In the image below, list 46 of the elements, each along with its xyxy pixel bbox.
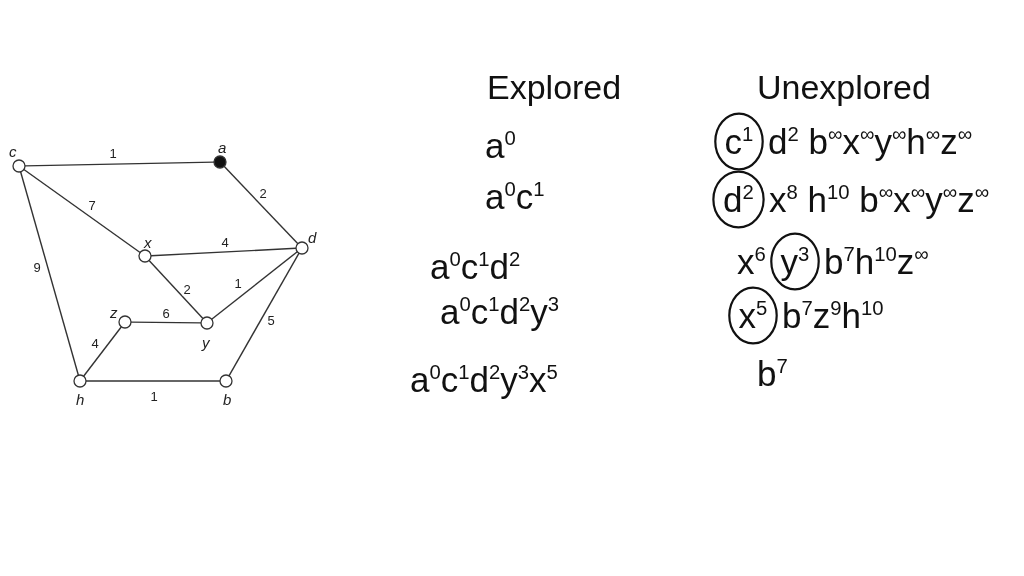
circled-distance: y$^{3}$ (780, 244, 810, 279)
explored-list: a$^{0}$c$^{1}$ (485, 179, 545, 214)
circled-distance: c$^{1}$ (724, 124, 754, 159)
edge-weight-label: 5 (266, 313, 276, 327)
vertex-label: a (218, 139, 227, 155)
distance-list: x$^{8}$ h$^{10}$ b$^{∞}$x$^{∞}$y$^{∞}$z$^{∞}$ (769, 182, 990, 217)
vertex-label: z (110, 304, 118, 320)
edge-weight-label: 4 (90, 336, 100, 350)
explored-list: a$^{0}$c$^{1}$d$^{2}$y$^{3}$x$^{5}$ (410, 362, 558, 397)
vertex-label: h (76, 391, 85, 407)
explored-list: a$^{0}$c$^{1}$d$^{2}$ (430, 249, 521, 284)
vertex-label: x (144, 234, 152, 250)
edge-line (150, 247, 297, 257)
vertex-label: b (223, 391, 232, 407)
edge-weight-label: 4 (220, 235, 230, 249)
distance-list: b$^{7}$h$^{10}$z$^{∞}$ (824, 244, 929, 279)
edge-line (19, 171, 80, 376)
edge-weight-label: 2 (182, 282, 192, 296)
column-heading: Unexplored (757, 70, 931, 104)
edge-line (82, 326, 123, 377)
edge-line (130, 321, 202, 324)
circled-distance: d$^{2}$ (723, 182, 754, 217)
circled-distance: x$^{5}$ (738, 298, 768, 333)
edge-line (24, 161, 215, 167)
distance-list: b$^{7}$ (757, 356, 788, 391)
vertex-label: y (202, 334, 210, 350)
edge-line (228, 252, 300, 377)
edge-weight-label: 7 (87, 198, 97, 212)
edge-weight-label: 1 (149, 389, 159, 403)
edge-weight-label: 1 (233, 276, 243, 290)
edge-line (148, 259, 204, 320)
edge-weight-label: 6 (161, 306, 171, 320)
edge-weight-label: 9 (32, 260, 42, 274)
distance-list: x$^{6}$ (737, 244, 766, 279)
edge-line (211, 251, 298, 320)
column-heading: Explored (487, 70, 622, 104)
vertex-label: c (9, 143, 17, 159)
distance-list: d$^{2}$ b$^{∞}$x$^{∞}$y$^{∞}$h$^{∞}$z$^{∞}$ (768, 124, 973, 159)
distance-list: b$^{7}$z$^{9}$h$^{10}$ (782, 298, 884, 333)
vertex-label: d (308, 229, 317, 245)
explored-list: a$^{0}$c$^{1}$d$^{2}$y$^{3}$ (440, 294, 560, 329)
explored-list: a$^{0}$ (485, 128, 516, 163)
edge-weight-label: 1 (108, 146, 118, 160)
edge-weight-label: 2 (258, 186, 268, 200)
edge-line (23, 168, 141, 254)
edge-line (223, 165, 299, 245)
